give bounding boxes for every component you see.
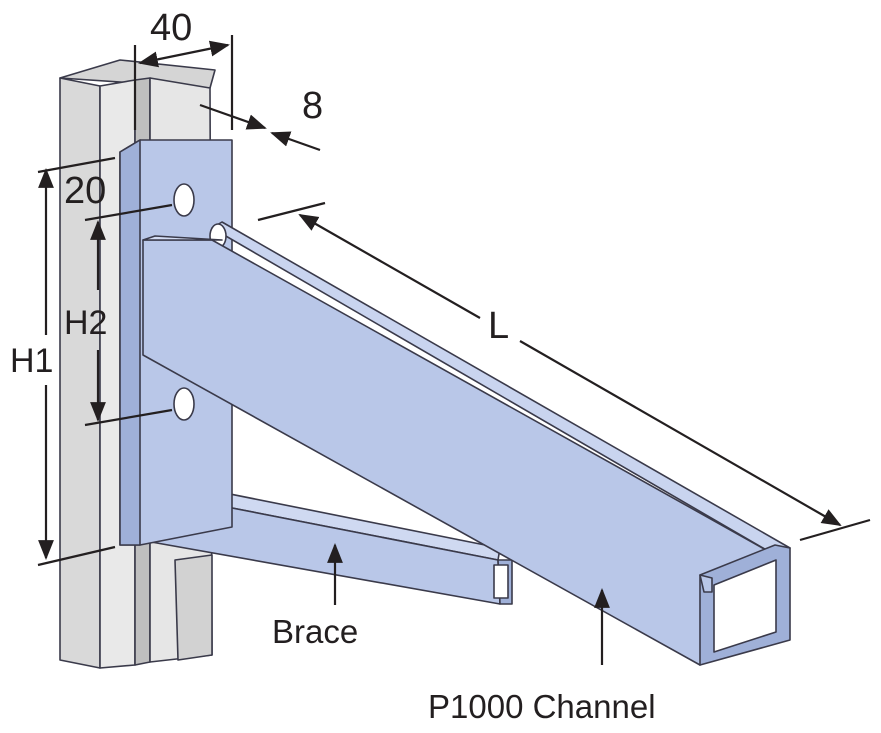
dimension-thickness: 8 bbox=[199, 85, 323, 152]
dimension-h2: H2 bbox=[64, 220, 173, 427]
dimension-width-label: 40 bbox=[150, 7, 192, 49]
dimension-thickness-label: 8 bbox=[302, 85, 323, 127]
dimension-width: 40 bbox=[133, 7, 234, 130]
brace-label: Brace bbox=[272, 613, 358, 650]
dimension-h2-label: H2 bbox=[64, 304, 107, 342]
bolt-hole-upper bbox=[173, 183, 195, 217]
dimension-h1: H1 bbox=[10, 156, 116, 567]
dimension-length-label: L bbox=[488, 305, 509, 347]
brace-callout: Brace bbox=[272, 543, 358, 650]
channel-label: P1000 Channel bbox=[428, 688, 656, 725]
dimension-hole-offset: 20 bbox=[64, 170, 173, 222]
dimension-h1-label: H1 bbox=[10, 342, 53, 380]
dimension-hole-offset-label: 20 bbox=[64, 170, 106, 212]
channel-arm bbox=[142, 221, 791, 666]
channel-callout: P1000 Channel bbox=[428, 588, 656, 725]
bolt-hole-lower bbox=[173, 387, 195, 421]
dimension-length: L bbox=[257, 201, 871, 542]
